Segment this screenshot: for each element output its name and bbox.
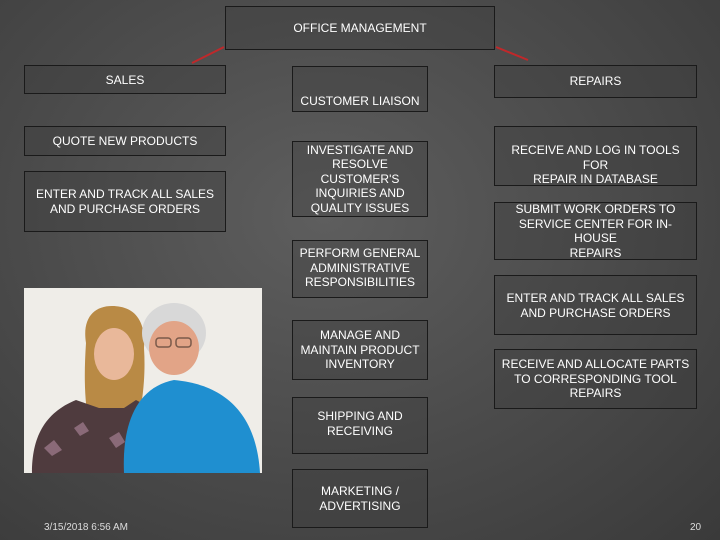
connector-to-sales [191, 46, 225, 64]
repairs-task-box: RECEIVE AND ALLOCATE PARTS TO CORRESPOND… [494, 349, 697, 409]
repairs-task-box: ENTER AND TRACK ALL SALES AND PURCHASE O… [494, 275, 697, 335]
connector-to-repairs [495, 46, 529, 61]
liaison-task-label: PERFORM GENERAL ADMINISTRATIVE RESPONSIB… [299, 246, 421, 289]
repairs-task-label: RECEIVE AND LOG IN TOOLS FOR REPAIR IN D… [511, 143, 680, 186]
root-box-office-management: OFFICE MANAGEMENT [225, 6, 495, 50]
page-number: 20 [690, 522, 702, 533]
repairs-task-label: RECEIVE AND ALLOCATE PARTS TO CORRESPOND… [501, 357, 690, 401]
liaison-task-label: MANAGE AND MAINTAIN PRODUCT INVENTORY [300, 328, 420, 372]
footer-date: 3/15/2018 6:56 AM [44, 522, 128, 533]
repairs-task-label: SUBMIT WORK ORDERS TO SERVICE CENTER FOR… [515, 202, 676, 260]
sales-task-box: ENTER AND TRACK ALL SALES AND PURCHASE O… [24, 171, 226, 232]
repairs-header-box: REPAIRS [494, 65, 697, 98]
liaison-task-box: PERFORM GENERAL ADMINISTRATIVE RESPONSIB… [292, 240, 428, 298]
staff-photo [24, 288, 262, 473]
sales-task-box: QUOTE NEW PRODUCTS [24, 126, 226, 156]
liaison-header-box: CUSTOMER LIAISON [292, 66, 428, 112]
sales-header-box: SALES [24, 65, 226, 94]
liaison-task-box: MANAGE AND MAINTAIN PRODUCT INVENTORY [292, 320, 428, 380]
liaison-task-box: INVESTIGATE AND RESOLVE CUSTOMER'S INQUI… [292, 141, 428, 217]
sales-header-label: SALES [105, 73, 145, 87]
repairs-task-box: RECEIVE AND LOG IN TOOLS FOR REPAIR IN D… [494, 126, 697, 186]
root-label: OFFICE MANAGEMENT [293, 20, 427, 35]
repairs-task-label: ENTER AND TRACK ALL SALES AND PURCHASE O… [506, 291, 685, 320]
liaison-task-label: MARKETING / ADVERTISING [319, 484, 401, 513]
liaison-task-label: INVESTIGATE AND RESOLVE CUSTOMER'S INQUI… [306, 142, 414, 215]
liaison-task-box: MARKETING / ADVERTISING [292, 469, 428, 528]
liaison-task-label: SHIPPING AND RECEIVING [317, 409, 403, 438]
repairs-header-label: REPAIRS [569, 74, 622, 89]
sales-task-label: QUOTE NEW PRODUCTS [52, 134, 198, 148]
liaison-header-label: CUSTOMER LIAISON [300, 93, 420, 108]
sales-task-label: ENTER AND TRACK ALL SALES AND PURCHASE O… [35, 187, 215, 216]
repairs-task-box: SUBMIT WORK ORDERS TO SERVICE CENTER FOR… [494, 202, 697, 260]
liaison-task-box: SHIPPING AND RECEIVING [292, 397, 428, 454]
